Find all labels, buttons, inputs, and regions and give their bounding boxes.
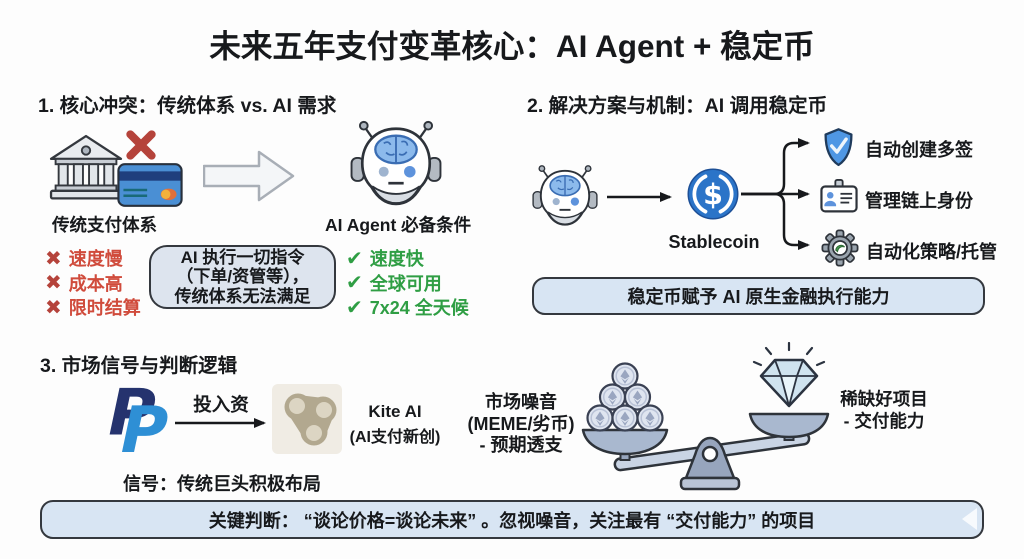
conclusion-banner: 关键判断： “谈论价格=谈论未来” 。忽视噪音，关注最有 “交付能力” 的项目 xyxy=(40,500,984,539)
gear-icon xyxy=(821,229,859,267)
rare-project-label: 稀缺好项目 - 交付能力 xyxy=(840,389,928,431)
kite-title: Kite AI xyxy=(368,402,422,421)
con-item: ✖限时结算 xyxy=(45,296,141,319)
conflict-note-box: AI 执行一切指令 （下单/资管等）， 传统体系无法满足 xyxy=(149,245,336,309)
kite-ai-logo xyxy=(272,384,342,454)
cross-icon xyxy=(126,130,156,160)
arrow-icon xyxy=(607,192,672,202)
section2-banner: 稳定币赋予 AI 原生金融执行能力 xyxy=(532,277,985,315)
bank-label: 传统支付体系 xyxy=(52,215,157,235)
cross-mark-icon: ✖ xyxy=(45,296,62,319)
credit-card-icon xyxy=(117,163,183,207)
shield-check-icon xyxy=(824,128,853,167)
id-card-icon xyxy=(820,179,858,213)
stablecoin-icon: $ xyxy=(687,168,739,220)
pros-list: ✔速度快 ✔全球可用 ✔7x24 全天候 xyxy=(346,246,469,320)
right-arrow-icon xyxy=(203,150,295,202)
stablecoin-label: Stablecoin xyxy=(668,232,760,252)
invest-label: 投入资 xyxy=(193,394,249,415)
paypal-icon: P P xyxy=(106,383,170,455)
con-item: ✖成本高 xyxy=(45,272,123,295)
page-title: 未来五年支付变革核心：AI Agent + 稳定币 xyxy=(209,28,815,64)
signal-label: 信号：传统巨头积极布局 xyxy=(123,474,321,494)
robot-label: AI Agent 必备条件 xyxy=(325,215,472,235)
check-mark-icon: ✔ xyxy=(346,247,363,270)
solution-item-3: 自动化策略/托管 xyxy=(866,242,998,262)
cons-list: ✖速度慢 ✖成本高 ✖限时结算 xyxy=(45,246,141,320)
ai-robot-icon-small xyxy=(532,165,598,226)
balance-scale-icon xyxy=(581,342,830,491)
section1-heading: 1. 核心冲突：传统体系 vs. AI 需求 xyxy=(38,95,337,117)
check-mark-icon: ✔ xyxy=(346,272,363,295)
carousel-prev-icon xyxy=(962,508,977,530)
pro-item: ✔7x24 全天候 xyxy=(346,296,469,319)
kite-subtitle: (AI支付新创) xyxy=(349,429,441,446)
bank-icon xyxy=(49,134,123,200)
cross-mark-icon: ✖ xyxy=(45,272,62,295)
svg-text:$: $ xyxy=(703,178,723,211)
noise-label: 市场噪音 (MEME/劣币) - 预期透支 xyxy=(467,392,575,455)
section2-heading: 2. 解决方案与机制：AI 调用稳定币 xyxy=(527,95,828,117)
pro-item: ✔全球可用 xyxy=(346,272,442,295)
solution-item-2: 管理链上身份 xyxy=(865,191,973,211)
con-item: ✖速度慢 xyxy=(45,247,123,270)
check-mark-icon: ✔ xyxy=(346,296,363,319)
section3-heading: 3. 市场信号与判断逻辑 xyxy=(40,355,238,377)
cross-mark-icon: ✖ xyxy=(45,247,62,270)
ai-robot-icon xyxy=(350,120,442,206)
invest-arrow-icon xyxy=(175,418,266,428)
solution-item-1: 自动创建多签 xyxy=(865,140,973,160)
branch-arrows xyxy=(741,138,810,250)
pro-item: ✔速度快 xyxy=(346,247,424,270)
